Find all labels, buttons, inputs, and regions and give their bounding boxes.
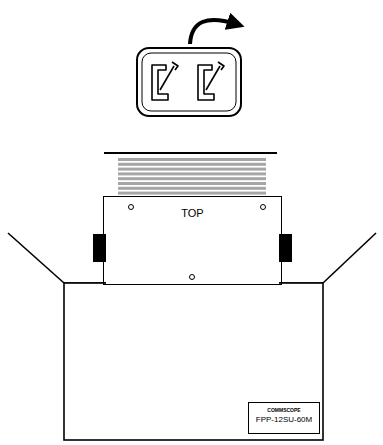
patch-panel: TOP (103, 196, 282, 285)
mounting-bracket (93, 234, 106, 262)
cable-clip (152, 62, 178, 100)
cable-loop (118, 158, 266, 161)
brand-name: COMMSCOPE (249, 408, 319, 414)
mounting-bracket (279, 234, 292, 262)
product-label: COMMSCOPE FPP-12SU-60M (248, 402, 320, 434)
panel-label: TOP (104, 207, 281, 219)
clip-card (137, 48, 241, 116)
cable-loop (118, 182, 266, 185)
cable-coil (118, 158, 266, 195)
cable-loop (118, 172, 266, 175)
cable-loop (118, 187, 266, 190)
cable-loop (118, 168, 266, 171)
cable-loop (118, 192, 266, 195)
cable-clip (198, 62, 224, 100)
model-number: FPP-12SU-60M (249, 416, 319, 425)
cable-loop (118, 163, 266, 166)
foam-sheet (104, 152, 277, 154)
cable-loop (118, 177, 266, 180)
lift-arrow (190, 20, 236, 44)
